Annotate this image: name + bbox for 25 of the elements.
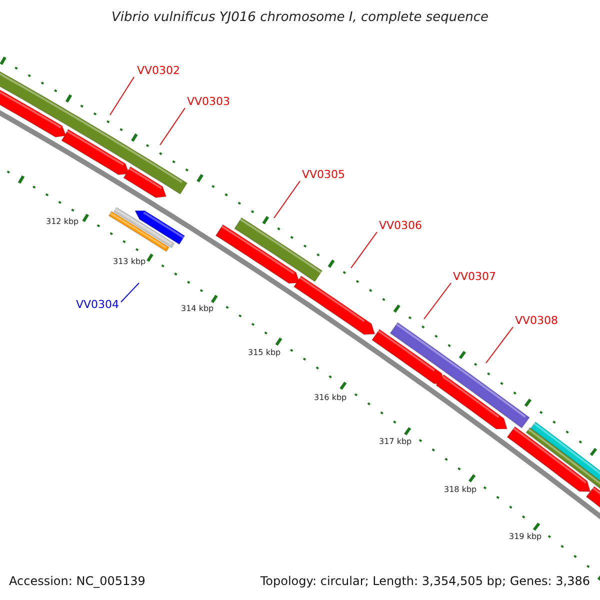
diagram-title: Vibrio vulnificus YJ016 chromosome I, complete sequence — [110, 11, 490, 24]
scale-label: 314 kbp — [181, 305, 214, 313]
gene-label: VV0306 — [379, 220, 422, 231]
scale-label: 319 kbp — [509, 533, 542, 541]
leader-line — [110, 76, 134, 116]
gene-label: VV0305 — [302, 169, 346, 180]
scale-label: 318 kbp — [444, 486, 477, 494]
scale-label: 315 kbp — [248, 349, 281, 357]
leader-line — [120, 282, 140, 302]
summary-text: Topology: circular; Length: 3,354,505 bp; Genes: 3,386 — [260, 575, 590, 587]
leader-line — [160, 108, 186, 146]
gene-label: VV0308 — [515, 315, 558, 326]
gene-label: VV0302 — [137, 65, 180, 76]
scale-label: 317 kbp — [379, 438, 412, 446]
scale-label: 312 kbp — [46, 218, 79, 226]
leader-line — [350, 232, 378, 268]
accession-text: Accession: NC_005139 — [9, 575, 146, 587]
gene-label: VV0304 — [76, 299, 120, 310]
scale-label: 313 kbp — [113, 258, 146, 266]
gene-label: VV0307 — [453, 271, 496, 282]
scale-label: 316 kbp — [314, 394, 347, 402]
leader-line — [274, 180, 300, 218]
leader-line — [424, 282, 452, 320]
gene-label: VV0303 — [187, 96, 230, 107]
leader-line — [486, 326, 514, 364]
